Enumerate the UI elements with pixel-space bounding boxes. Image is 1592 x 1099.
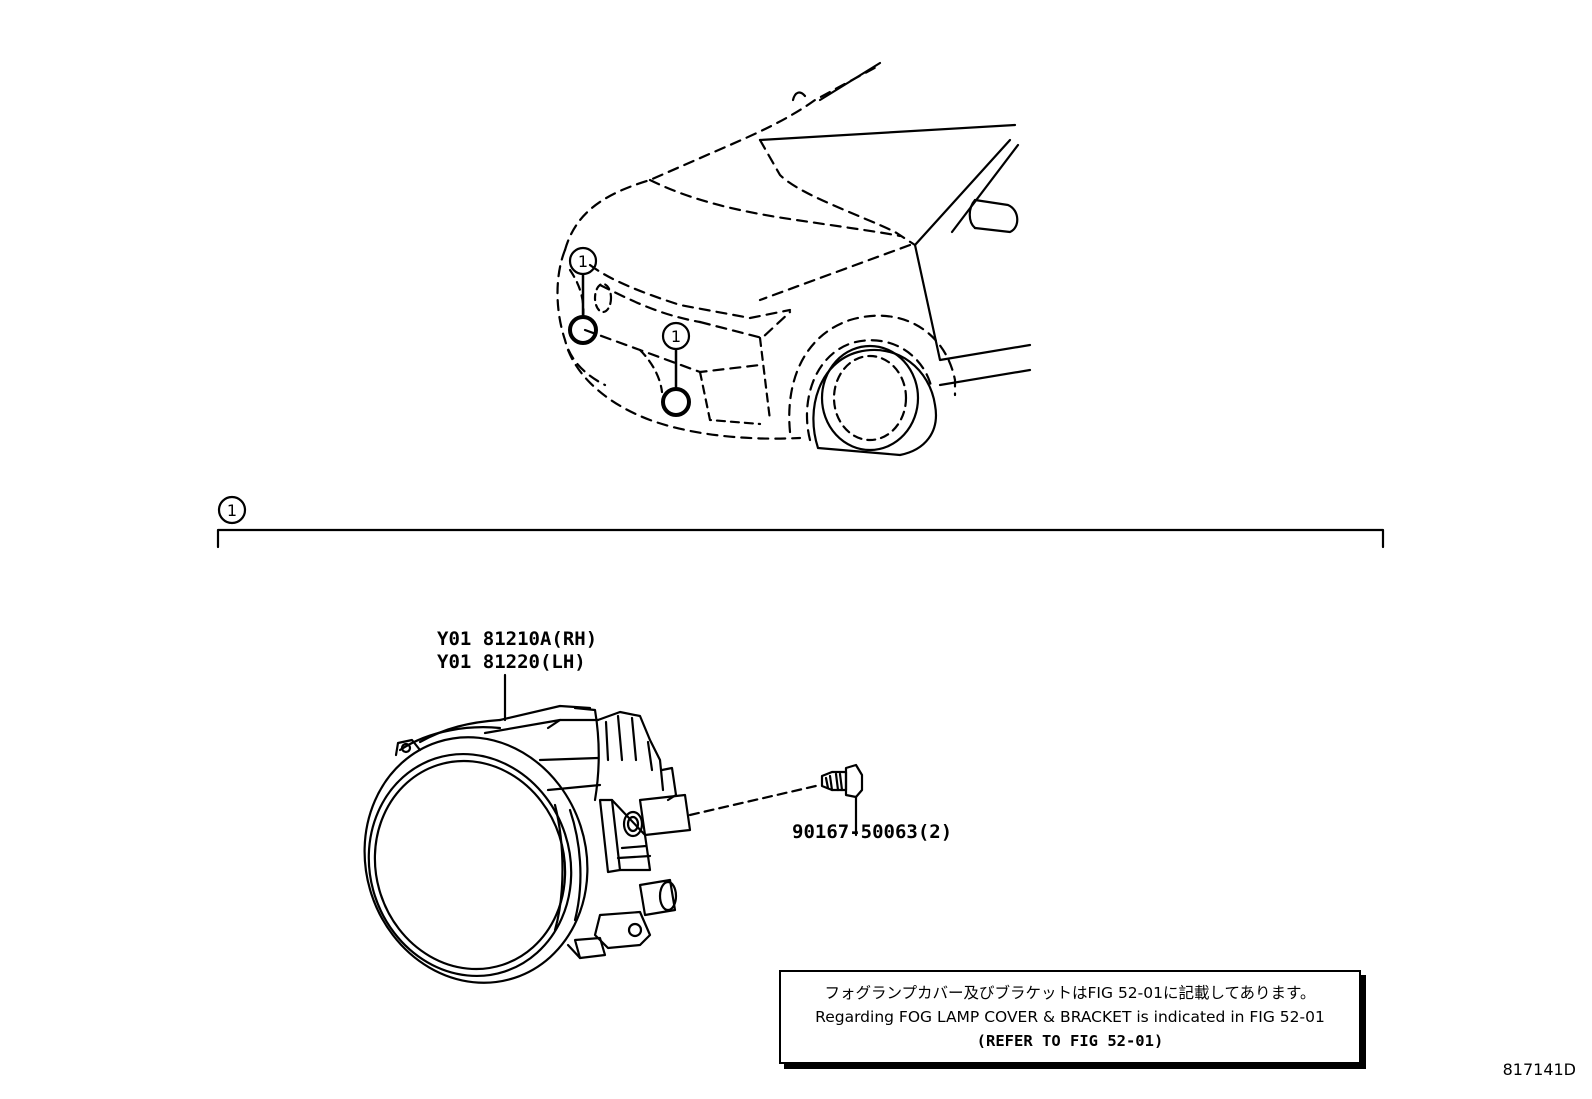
fog-lamp-illustration — [363, 673, 822, 984]
note-reference[interactable]: (REFER TO FIG 52-01) — [976, 1032, 1164, 1050]
assembly-bracket — [216, 495, 1385, 549]
note-japanese: フォグランプカバー及びブラケットはFIG 52-01に記載してあります。 — [824, 984, 1316, 1002]
bolt-label[interactable]: 90167-50063(2) — [792, 821, 953, 843]
lamp-lh-label[interactable]: Y01 81220(LH) — [437, 651, 586, 673]
car-front-illustration — [556, 61, 1032, 457]
bolt-illustration — [820, 763, 864, 837]
callout-number-car-lower: 1 — [671, 327, 681, 346]
callout-number-main: 1 — [227, 501, 237, 520]
callout-number-car-upper: 1 — [578, 252, 588, 271]
note-english: Regarding FOG LAMP COVER & BRACKET is in… — [815, 1008, 1325, 1026]
lamp-rh-label[interactable]: Y01 81210A(RH) — [437, 628, 598, 650]
reference-note: フォグランプカバー及びブラケットはFIG 52-01に記載してあります。 Reg… — [779, 970, 1361, 1064]
figure-id: 817141D — [1502, 1060, 1576, 1079]
